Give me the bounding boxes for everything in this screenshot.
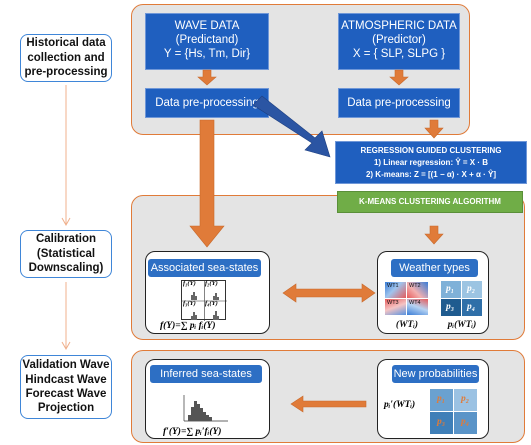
atmos-data-box: ATMOSPHERIC DATA (Predictor) X = { SLP, … (338, 13, 460, 70)
arrow-wave-preprocess (197, 69, 217, 86)
mini-label-3: f₃(Y) (183, 300, 196, 307)
associated-formula: f(Y)=∑ pᵢ fᵢ(Y) (160, 321, 216, 331)
wave-preprocess-label: Data pre-processing (155, 97, 259, 109)
weather-map-label-3: WT3 (387, 300, 399, 306)
probability-grid: p₁ p₂ p₃ p₄ (441, 281, 483, 316)
weather-map-label-1: WT1 (387, 283, 399, 289)
step-validation-label: Validation Wave Hindcast Wave Forecast W… (22, 359, 110, 415)
weather-maps: WT1 WT2 WT3 WT4 (385, 282, 429, 316)
weather-map-label-2: WT2 (409, 283, 421, 289)
newprob-title: New probabilities (392, 365, 479, 383)
kmeans-label: K-MEANS CLUSTERING ALGORITHM (359, 197, 501, 206)
wave-data-box: WAVE DATA (Predictand) Y = {Hs, Tm, Dir} (145, 13, 269, 70)
atmos-preprocess-box: Data pre-processing (338, 88, 460, 118)
associated-histogram-grid (181, 280, 227, 321)
inferred-histogram (180, 393, 230, 423)
weather-caption-right: pᵢ(WTᵢ) (447, 320, 477, 330)
mini-label-1: f₁(Y) (183, 280, 196, 287)
weather-map-3 (385, 299, 406, 315)
newprob-cell-label-1: p₁ (437, 394, 446, 404)
weather-title: Weather types (391, 259, 478, 277)
newprob-cell-4 (454, 412, 477, 434)
newprob-cell-label-4: p₄ (461, 417, 470, 427)
newprob-label: pᵢ′(WTᵢ) (384, 400, 416, 410)
regression-clustering-title: REGRESSION GUIDED CLUSTERING (360, 146, 502, 155)
prob-label-2: p₂ (467, 284, 476, 294)
weather-map-4 (407, 299, 428, 315)
arrow-atmos-preprocess (389, 69, 409, 86)
weather-map-2 (407, 282, 428, 298)
weather-map-label-4: WT4 (409, 300, 421, 306)
prob-cell-2 (462, 281, 482, 298)
atmos-preprocess-label: Data pre-processing (347, 97, 451, 109)
arrow-double (282, 283, 376, 303)
wave-data-title: WAVE DATA (174, 20, 240, 32)
arrow-wave-associated (189, 119, 225, 248)
arrow-wave-regression (252, 95, 331, 158)
step-historical-box: Historical data collection and pre-proce… (20, 34, 112, 82)
prob-cell-1 (441, 281, 461, 298)
regression-step-linear: 1) Linear regression: Ŷ = X · B (373, 158, 489, 167)
inferred-title: Inferred sea-states (150, 365, 262, 383)
regression-step-kmeans: 2) K-means: Z = [(1 − α) · X + α · Ŷ] (365, 170, 497, 179)
wave-preprocess-box: Data pre-processing (145, 88, 269, 118)
inferred-formula: f′(Y)=∑ pᵢ′fᵢ(Y) (163, 427, 222, 437)
atmos-data-title: ATMOSPHERIC DATA (341, 20, 457, 32)
inferred-histogram-svg (183, 395, 228, 422)
newprob-cell-label-3: p₃ (437, 417, 446, 427)
newprob-cell-1 (430, 389, 453, 411)
mini-histograms (182, 281, 227, 321)
step-calibration-label: Calibration (Statistical Downscaling) (28, 233, 104, 275)
step-calibration-box: Calibration (Statistical Downscaling) (20, 230, 112, 278)
mini-label-2: f₂(Y) (205, 280, 218, 287)
step-historical-label: Historical data collection and pre-proce… (24, 37, 108, 79)
wave-data-formula: Y = {Hs, Tm, Dir} (163, 48, 251, 60)
arrow-newprob-inferred (290, 395, 367, 413)
prob-cell-3 (441, 299, 461, 316)
newprob-grid: p₁ p₂ p₃ p₄ (430, 389, 478, 435)
prob-label-3: p₃ (446, 302, 455, 312)
newprob-cell-2 (454, 389, 477, 411)
step-validation-box: Validation Wave Hindcast Wave Forecast W… (20, 355, 112, 419)
regression-clustering-box: REGRESSION GUIDED CLUSTERING 1) Linear r… (335, 141, 527, 184)
mini-label-4: f₄(Y) (205, 300, 218, 307)
atmos-data-subtitle: (Predictor) (372, 34, 426, 46)
prob-label-4: p₄ (467, 302, 476, 312)
newprob-cell-3 (430, 412, 453, 434)
wave-data-subtitle: (Predictand) (175, 34, 239, 46)
arrow-atmos-regression (424, 119, 444, 139)
prob-cell-4 (462, 299, 482, 316)
prob-label-1: p₁ (446, 284, 455, 294)
arrow-kmeans-weather (424, 225, 444, 245)
atmos-data-formula: X = { SLP, SLPG } (352, 48, 446, 60)
associated-title: Associated sea-states (148, 259, 261, 277)
newprob-cell-label-2: p₂ (461, 394, 470, 404)
weather-caption-left: (WTᵢ) (395, 320, 419, 330)
kmeans-bar: K-MEANS CLUSTERING ALGORITHM (337, 191, 523, 213)
weather-map-1 (385, 282, 406, 298)
